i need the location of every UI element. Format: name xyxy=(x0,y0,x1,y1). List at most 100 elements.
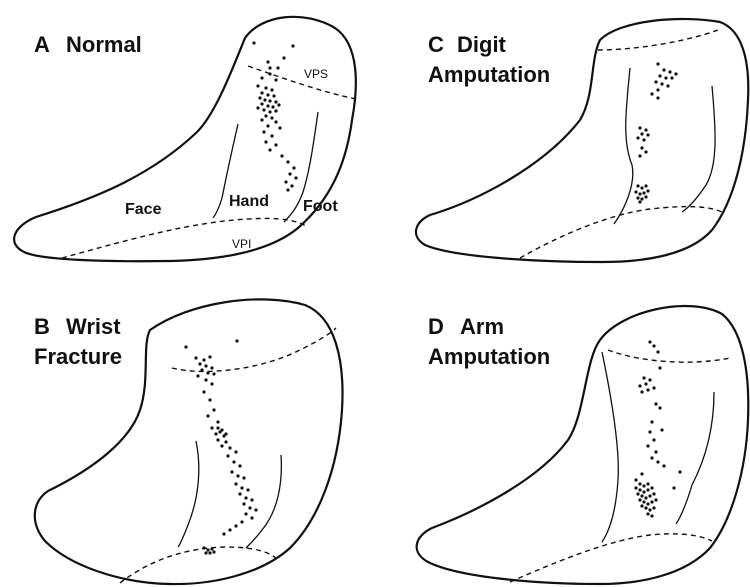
recording-site-dot xyxy=(666,84,669,87)
panel-c-right-border xyxy=(682,86,715,212)
recording-site-dot xyxy=(268,66,271,69)
recording-site-dot xyxy=(274,120,277,123)
panel-c-top-boundary xyxy=(598,30,718,50)
recording-site-dot xyxy=(636,492,639,495)
recording-site-dot xyxy=(662,464,665,467)
recording-site-dot xyxy=(274,143,277,146)
panel-b-top-boundary xyxy=(172,328,336,371)
recording-site-dot xyxy=(290,184,293,187)
recording-site-dot xyxy=(670,76,673,79)
recording-site-dot xyxy=(656,350,659,353)
recording-site-dot xyxy=(216,420,219,423)
recording-site-dot xyxy=(282,56,285,59)
recording-site-dot xyxy=(656,62,659,65)
recording-site-dot xyxy=(286,188,289,191)
panel-b-bottom-boundary xyxy=(120,547,278,583)
recording-site-dot xyxy=(270,88,273,91)
recording-site-dot xyxy=(654,402,657,405)
recording-site-dot xyxy=(234,450,237,453)
recording-site-dot xyxy=(640,504,643,507)
recording-site-dot xyxy=(206,414,209,417)
recording-site-dot xyxy=(658,406,661,409)
recording-site-dot xyxy=(662,68,665,71)
recording-site-dot xyxy=(644,128,647,131)
recording-site-dot xyxy=(640,146,643,149)
recording-site-dot xyxy=(650,456,653,459)
panel-d: D Arm Amputation xyxy=(417,306,749,584)
panel-a-face-label: Face xyxy=(125,201,162,218)
recording-site-dot xyxy=(263,98,266,101)
recording-site-dot xyxy=(634,190,637,193)
panel-d-left-border xyxy=(602,352,618,542)
recording-site-dot xyxy=(260,91,263,94)
recording-site-dot xyxy=(216,426,219,429)
recording-site-dot xyxy=(266,93,269,96)
recording-site-dot xyxy=(206,371,209,374)
recording-site-dot xyxy=(224,440,227,443)
recording-site-dot xyxy=(232,460,235,463)
recording-site-dot xyxy=(210,426,213,429)
recording-site-dot xyxy=(648,378,651,381)
recording-site-dot xyxy=(291,44,294,47)
recording-site-dot xyxy=(242,502,245,505)
recording-site-dot xyxy=(242,476,245,479)
recording-site-dot xyxy=(256,84,259,87)
recording-site-dot xyxy=(638,192,641,195)
panel-c: C Digit Amputation xyxy=(416,19,748,262)
panel-c-recording-sites xyxy=(634,62,677,203)
recording-site-dot xyxy=(250,498,253,501)
recording-site-dot xyxy=(198,362,201,365)
recording-site-dot xyxy=(240,520,243,523)
recording-site-dot xyxy=(646,512,649,515)
recording-site-dot xyxy=(638,154,641,157)
panel-a-title: Normal xyxy=(66,32,142,57)
recording-site-dot xyxy=(268,110,271,113)
recording-site-dot xyxy=(642,376,645,379)
recording-site-dot xyxy=(250,516,253,519)
recording-site-dot xyxy=(634,486,637,489)
recording-site-dot xyxy=(214,432,217,435)
recording-site-dot xyxy=(202,546,205,549)
recording-site-dot xyxy=(266,60,269,63)
recording-site-dot xyxy=(640,132,643,135)
recording-site-dot xyxy=(258,96,261,99)
recording-site-dot xyxy=(280,154,283,157)
recording-site-dot xyxy=(268,99,271,102)
recording-site-dot xyxy=(220,444,223,447)
recording-site-dot xyxy=(646,388,649,391)
recording-site-dot xyxy=(246,488,249,491)
recording-site-dot xyxy=(646,502,649,505)
recording-site-dot xyxy=(650,514,653,517)
recording-site-dot xyxy=(638,498,641,501)
recording-site-dot xyxy=(226,454,229,457)
recording-site-dot xyxy=(234,524,237,527)
panel-a-vps-label: VPS xyxy=(304,67,328,81)
recording-site-dot xyxy=(276,66,279,69)
recording-site-dot xyxy=(228,446,231,449)
recording-site-dot xyxy=(642,191,645,194)
recording-site-dot xyxy=(656,88,659,91)
recording-site-dot xyxy=(654,450,657,453)
recording-site-dot xyxy=(642,484,645,487)
recording-site-dot xyxy=(264,86,267,89)
recording-site-dot xyxy=(208,551,211,554)
recording-site-dot xyxy=(260,76,263,79)
recording-site-dot xyxy=(210,366,213,369)
recording-site-dot xyxy=(262,108,265,111)
recording-site-dot xyxy=(648,340,651,343)
recording-site-dot xyxy=(638,200,641,203)
recording-site-dot xyxy=(204,364,207,367)
recording-site-dot xyxy=(228,528,231,531)
recording-site-dot xyxy=(648,508,651,511)
recording-site-dot xyxy=(266,104,269,107)
recording-site-dot xyxy=(668,70,671,73)
recording-site-dot xyxy=(274,109,277,112)
recording-site-dot xyxy=(642,138,645,141)
recording-site-dot xyxy=(252,41,255,44)
recording-site-dot xyxy=(640,494,643,497)
recording-site-dot xyxy=(234,482,237,485)
panel-a: A Normal Face Hand Foot VPS VPI xyxy=(14,17,356,261)
panel-c-title-line1: Digit xyxy=(457,32,507,57)
recording-site-dot xyxy=(268,148,271,151)
recording-site-dot xyxy=(638,384,641,387)
